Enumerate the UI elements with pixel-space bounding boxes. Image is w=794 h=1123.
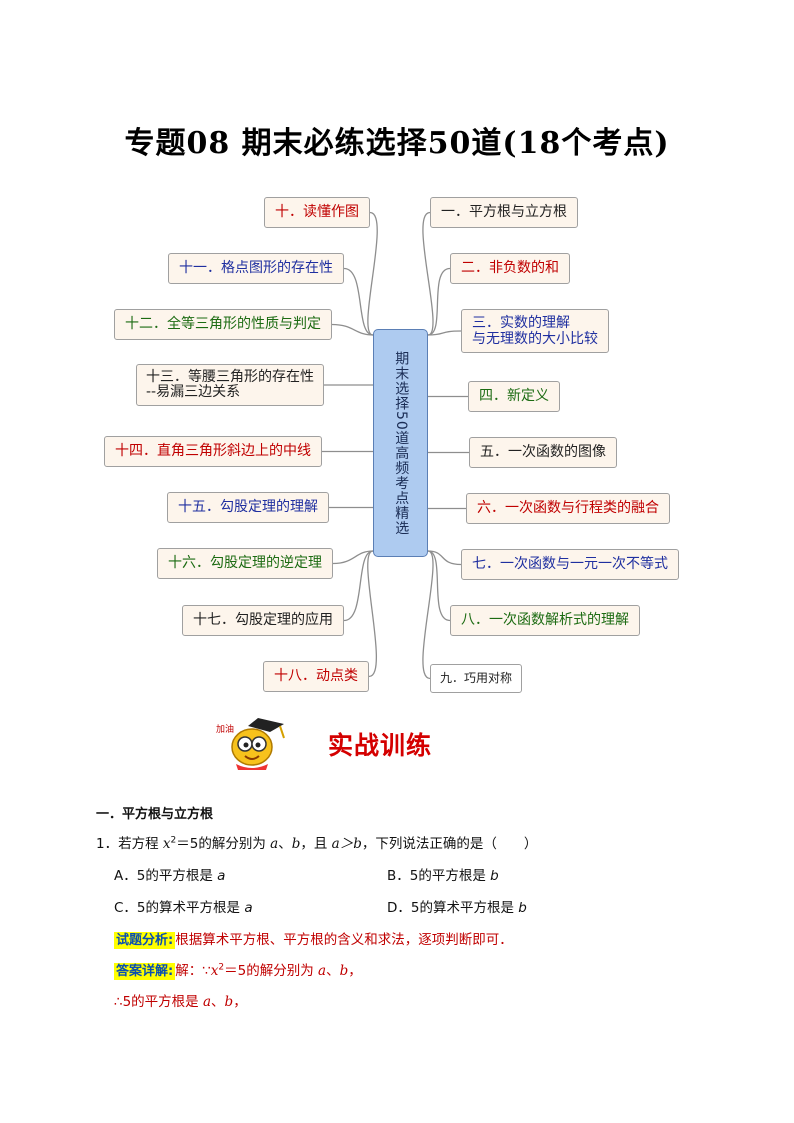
mindmap-node-2: 二．非负数的和: [450, 253, 570, 284]
answer-label: 答案详解:: [114, 963, 176, 980]
option-c: C．5的算术平方根是 a: [114, 900, 253, 916]
mindmap-node-5: 五．一次函数的图像: [469, 437, 617, 468]
mindmap-node-4: 四．新定义: [468, 381, 560, 412]
analysis-label: 试题分析:: [114, 932, 176, 949]
connector-right-2: [427, 330, 462, 336]
option-d: D．5的算术平方根是 b: [387, 900, 527, 916]
mindmap-node-10: 十．读懂作图: [264, 197, 370, 228]
mindmap-connectors: [322, 211, 469, 680]
question-1: 1．若方程 x2＝5的解分别为 a、b，且 a＞b，下列说法正确的是（ ）: [96, 835, 538, 853]
answer-line-1: 答案详解:解：∵x2＝5的解分别为 a、b，: [114, 962, 362, 980]
analysis-line: 试题分析:根据算术平方根、平方根的含义和求法，逐项判断即可．: [114, 932, 513, 949]
connector-left-1: [343, 267, 374, 336]
mindmap-center-node: 期末选择50道高频考点精选: [373, 329, 428, 557]
mindmap-node-13: 十三．等腰三角形的存在性 --易漏三边关系: [136, 364, 324, 406]
mindmap-node-1: 一．平方根与立方根: [430, 197, 578, 228]
connector-right-1: [427, 267, 451, 336]
option-a: A．5的平方根是 a: [114, 868, 226, 884]
mindmap-node-7: 七．一次函数与一元一次不等式: [461, 549, 679, 580]
mascot-text: 加油: [216, 723, 234, 735]
connector-right-0: [422, 211, 434, 336]
mindmap-node-3: 三．实数的理解 与无理数的大小比较: [461, 309, 609, 353]
mascot-icon: 加油: [216, 718, 285, 770]
mindmap-node-15: 十五．勾股定理的理解: [167, 492, 329, 523]
connector-left-7: [343, 550, 374, 622]
connector-left-8: [367, 550, 377, 678]
mindmap-node-12: 十二．全等三角形的性质与判定: [114, 309, 332, 340]
option-b: B．5的平方根是 b: [387, 868, 499, 884]
connector-left-0: [367, 211, 378, 336]
connector-right-8: [422, 550, 434, 680]
connector-left-2: [331, 323, 374, 336]
mindmap-node-18: 十八．动点类: [263, 661, 369, 692]
mindmap-node-9: 九．巧用对称: [430, 664, 523, 693]
connector-right-7: [427, 550, 451, 622]
connector-right-6: [427, 550, 462, 566]
mindmap-node-6: 六．一次函数与行程类的融合: [466, 493, 670, 524]
mindmap-node-11: 十一．格点图形的存在性: [168, 253, 344, 284]
center-node-label: 期末选择50道高频考点精选: [393, 350, 410, 536]
section-heading: 一．平方根与立方根: [96, 807, 214, 822]
mindmap-node-8: 八．一次函数解析式的理解: [450, 605, 640, 636]
document-title: 专题08 期末必练选择50道(18个考点): [124, 126, 670, 161]
mindmap-node-14: 十四．直角三角形斜边上的中线: [104, 436, 322, 467]
section-banner: 实战训练: [328, 731, 433, 760]
mindmap-node-17: 十七．勾股定理的应用: [182, 605, 344, 636]
mindmap-node-16: 十六．勾股定理的逆定理: [157, 548, 333, 579]
answer-line-2: ∴5的平方根是 a、b，: [114, 994, 247, 1010]
connector-left-6: [332, 550, 374, 565]
